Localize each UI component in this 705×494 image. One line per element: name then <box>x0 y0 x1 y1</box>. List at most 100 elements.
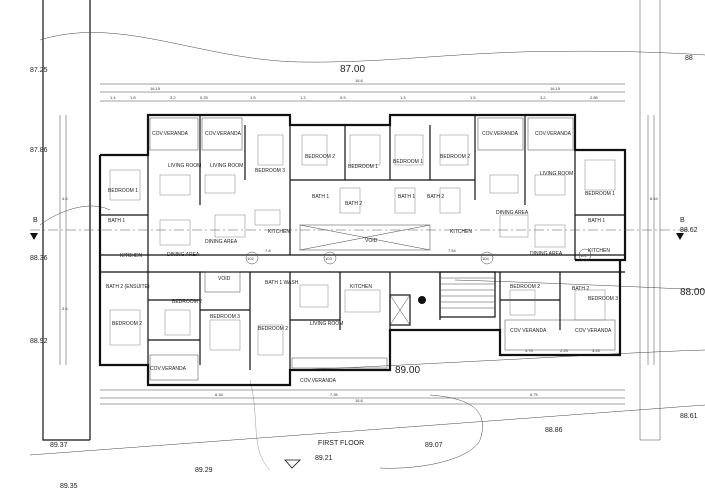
dim-8-75: 8.75 <box>530 392 539 397</box>
label-bedroom-3-b: BEDROOM 3 <box>210 314 240 320</box>
level-88-61: 88.61 <box>680 413 698 420</box>
label-bath-1-wash: BATH 1 WASH <box>265 280 299 286</box>
dim-top-8: 1.3 <box>400 95 406 100</box>
label-cov-veranda-3: COV.VERANDA <box>482 131 519 137</box>
dim-overall-top: 16.6 <box>355 78 364 83</box>
label-kitchen-2: KITCHEN <box>450 229 472 235</box>
dim-top-3: 3.2 <box>170 95 176 100</box>
furniture <box>109 134 616 356</box>
site-boundary <box>29 0 705 456</box>
dim-2-25: 2.25 <box>560 348 569 353</box>
level-87-86: 87.86 <box>30 147 48 154</box>
dim-top-10: 3.2 <box>540 95 546 100</box>
dim-top-7: 0.9 <box>340 95 346 100</box>
label-bath-1-c: BATH 1 <box>398 194 415 200</box>
apartment-tags <box>245 248 592 265</box>
tag-103: 103 <box>325 256 332 261</box>
level-87-25: 87.25 <box>30 67 48 74</box>
label-bedroom-2-b: BEDROOM 2 <box>440 154 470 160</box>
stair-core <box>389 271 496 326</box>
level-89-29: 89.29 <box>195 467 213 474</box>
label-dining-3: DINING AREA <box>496 210 529 216</box>
label-kitchen-4: KITCHEN <box>588 248 610 254</box>
label-bath-2-ensuite: BATH 2 (ENSUITE) <box>106 284 150 290</box>
label-kitchen-5: KITCHEN <box>350 284 372 290</box>
label-cov-veranda-5: COV.VERANDA <box>150 366 187 372</box>
label-bath-1-a: BATH 1 <box>108 218 125 224</box>
tag-102: 102 <box>247 256 254 261</box>
contour-label-88: 88.00 <box>680 287 705 298</box>
level-88-92: 88.92 <box>30 338 48 345</box>
dim-3-75: 3.75 <box>525 348 534 353</box>
label-cov-veranda-2: COV.VERANDA <box>205 131 242 137</box>
level-right-top: 88 <box>685 55 693 62</box>
label-cov-veranda-7: COV VERANDA <box>510 328 547 334</box>
label-bedroom-2-c: BEDROOM 2 <box>172 299 202 305</box>
label-bath-2-a: BATH 2 <box>345 201 362 207</box>
label-cov-veranda-8: COV VERANDA <box>575 328 612 334</box>
label-living-2: LIVING ROOM <box>210 163 243 169</box>
label-cov-veranda-1: COV.VERANDA <box>152 131 189 137</box>
label-bath-1-d: BATH 1 <box>588 218 605 224</box>
label-bedroom-3-a: BEDROOM 3 <box>255 168 285 174</box>
section-mark-left: B <box>33 217 38 224</box>
dim-3-25: 3.25 <box>592 348 601 353</box>
label-bedroom-2-a: BEDROOM 2 <box>305 154 335 160</box>
dim-top-4: 0.25 <box>200 95 209 100</box>
dim-7-54: 7.54 <box>448 248 457 253</box>
label-dining-4: DINING AREA <box>530 251 563 257</box>
label-void-2: VOID <box>218 276 231 282</box>
dim-7-35: 7.35 <box>330 392 339 397</box>
void-area <box>204 224 431 293</box>
label-bedroom-2-d: BEDROOM 2 <box>112 321 142 327</box>
contour-label-89: 89.00 <box>395 365 420 376</box>
dim-right-8-44: 8.44 <box>650 196 659 201</box>
dim-top-2: 1.8 <box>130 95 136 100</box>
tag-104: 104 <box>482 256 489 261</box>
label-kitchen-1: KITCHEN <box>268 229 290 235</box>
dim-7-8: 7.8 <box>265 248 271 253</box>
label-bedroom-1-c: BEDROOM 1 <box>393 159 423 165</box>
label-bath-2-c: BATH 2 <box>572 286 589 292</box>
label-living-3: LIVING ROOM <box>540 171 573 177</box>
level-89-35: 89.35 <box>60 483 78 490</box>
level-88-86: 88.86 <box>545 427 563 434</box>
contour-label-87: 87.00 <box>340 64 365 75</box>
level-88-62: 88.62 <box>680 227 698 234</box>
label-bath-2-b: BATH 2 <box>427 194 444 200</box>
north-arrow-icon <box>284 459 301 469</box>
apartment-tag-101 <box>578 248 592 262</box>
dim-left-4-6: 4.6 <box>62 196 68 201</box>
level-89-37: 89.37 <box>50 442 68 449</box>
drawing-text: 87.00 88.00 89.00 88 87.25 87.86 88.36 8… <box>30 55 705 490</box>
apartment-tag-104 <box>480 251 494 265</box>
label-bedroom-1-a: BEDROOM 1 <box>108 188 138 194</box>
dim-top-11: 2.85 <box>590 95 599 100</box>
dimension-lines <box>59 83 655 405</box>
drawing-title: FIRST FLOOR <box>318 440 364 447</box>
dim-top-5: 1.5 <box>250 95 256 100</box>
label-cov-veranda-6: COV.VERANDA <box>300 378 337 384</box>
level-89-21: 89.21 <box>315 455 333 462</box>
dim-overall-bottom: 16.6 <box>355 398 364 403</box>
label-cov-veranda-4: COV.VERANDA <box>535 131 572 137</box>
label-bedroom-2-f: BEDROOM 2 <box>258 326 288 332</box>
contour-lines <box>39 32 705 471</box>
tag-101: 101 <box>580 253 587 258</box>
label-kitchen-3: KITCHEN <box>120 253 142 259</box>
dim-top-1: 1.4 <box>110 95 116 100</box>
dim-6-34: 6.34 <box>215 392 224 397</box>
veranda-hatching <box>149 117 616 381</box>
apartment-tag-103 <box>323 251 337 265</box>
label-bedroom-1-b: BEDROOM 1 <box>348 164 378 170</box>
section-mark-right: B <box>680 217 685 224</box>
dim-half-right: 16.15 <box>550 86 561 91</box>
level-89-07: 89.07 <box>425 442 443 449</box>
label-dining-1: DINING AREA <box>205 239 238 245</box>
level-88-36: 88.36 <box>30 255 48 262</box>
apartment-tag-102 <box>245 251 259 265</box>
dim-half-left: 16.15 <box>150 86 161 91</box>
label-living-4: LIVING ROOM <box>310 321 343 327</box>
label-bedroom-3-c: BEDROOM 3 <box>588 296 618 302</box>
label-bedroom-1-d: BEDROOM 1 <box>585 191 615 197</box>
